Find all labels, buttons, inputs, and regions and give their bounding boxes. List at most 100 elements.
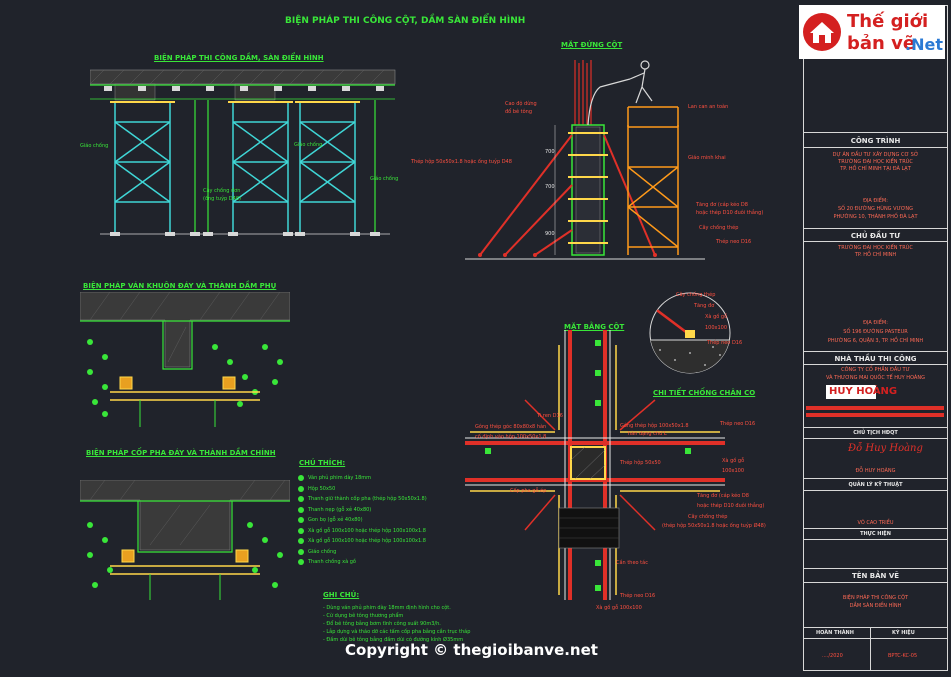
elev-label-turnbuckle: Tăng đơ (cáp kéo D8 [696, 202, 748, 208]
legend-item: Thanh nẹp (gỗ xẻ 40x80) [298, 505, 427, 516]
detail-section-title: CHI TIẾT CHỐNG CHÂN CO [653, 389, 756, 397]
label-chu-tich: CHỦ TỊCH HĐQT [853, 430, 898, 436]
detail-label-purlin: Xà gồ gỗ [705, 314, 728, 320]
slab-label-scaffold-1: Giáo chống [80, 143, 109, 149]
note-item: - Lắp dựng và tháo dỡ các tấm cốp pha bằ… [323, 629, 471, 635]
site-line: PHƯỜNG 10, THÀNH PHỐ ĐÀ LẠT [833, 214, 918, 220]
contractor-line: VÀ THƯƠNG MẠI QUỐC TẾ HUY HOÀNG [826, 375, 925, 381]
logo-line-1: Thế giới [847, 11, 929, 32]
plan-label-crane: Cần theo tác [616, 560, 648, 566]
note-item: - Đầm dùi bê tông bằng đầm dùi có đường … [323, 637, 464, 643]
contractor-address-strip [806, 413, 944, 417]
title-block-panel: Thế giới bản vẽ .Net CÔNG TRÌNH DỰ ÁN ĐẦ… [799, 5, 948, 671]
worker-icon [587, 60, 653, 126]
plan-label-plywood: Cốp pha gỗ ép [510, 488, 547, 494]
legend-item: Hộp 50x50 [298, 484, 427, 495]
project-line: TP. HỒ CHÍ MINH TẠI ĐÀ LẠT [840, 166, 911, 172]
logo-line-2: bản vẽ [847, 33, 916, 54]
contractor-logo: HUY HOÀNG [826, 385, 897, 399]
label-quan-ly: QUẢN LÝ KỸ THUẬT [848, 482, 903, 488]
drawing-code: BPTC-KC-05 [888, 653, 918, 659]
label-nha-thau: NHÀ THẦU THI CÔNG [834, 355, 917, 363]
detail-circle-drawing [649, 292, 731, 374]
elevation-section-title: MẶT ĐỨNG CỘT [561, 41, 623, 49]
site-line: SỐ 20 ĐƯỜNG HÙNG VƯƠNG [837, 206, 914, 212]
note-item: - Dùng ván phủ phim dày 18mm định hình c… [323, 605, 451, 611]
plan-label-purlin-size: 100x100 [722, 468, 745, 474]
watermark: Copyright © thegioibanve.net [345, 641, 598, 659]
site-logo: Thế giới bản vẽ .Net [799, 5, 945, 59]
completion-date: ..../2020 [822, 653, 843, 659]
elev-label-anchor: Thép neo D16 [716, 239, 752, 245]
legend-item: Thanh chống xà gồ [298, 557, 427, 568]
plan-label-box-clamp-2: hàn dạng chữ L [628, 431, 667, 437]
owner-line: TRƯỜNG ĐẠI HỌC KIẾN TRÚC [838, 245, 913, 251]
main-title: BIỆN PHÁP THI CÔNG CỘT, DẦM SÀN ĐIỂN HÌN… [285, 16, 526, 26]
label-ky-hieu: KÝ HIỆU [892, 630, 915, 636]
drawing-name-line: BIỆN PHÁP THI CÔNG CỘT [842, 595, 909, 601]
site-label: ĐỊA ĐIỂM: [863, 198, 888, 204]
plan-label-purlin-bottom: Xà gồ gỗ 100x100 [596, 605, 642, 611]
sub-beam-drawing [80, 292, 290, 427]
drawing-name-line: DẦM SÀN ĐIỂN HÌNH [849, 603, 902, 609]
elev-label-prop: Cây chống thép [699, 225, 739, 231]
detail-label-turnbuckle: Tăng đơ [694, 303, 715, 309]
signature-icon: Đỗ Huy Hoàng [848, 443, 923, 454]
slab-label-prop-pipe: (ống tuýp D48) [203, 196, 241, 202]
plan-section-title: MẶT BẰNG CỘT [564, 323, 625, 331]
plan-label-tie-rod: Ti ren D16 [537, 413, 563, 419]
elev-label-turnbuckle-2: hoặc thép D10 đuôi thẳng) [696, 210, 764, 216]
plan-label-angle-clamp: Gông thép góc 80x80x8 hàn [475, 424, 547, 430]
detail-label-purlin-size: 100x100 [705, 325, 728, 331]
owner-site-label: ĐỊA ĐIỂM: [863, 320, 888, 326]
slab-label-scaffold-2: Giáo chống [294, 142, 323, 148]
legend-item: Thanh giữ thành cốp pha (thép hộp 50x50x… [298, 494, 427, 505]
plan-label-box-50: Thép hộp 50x50 [620, 460, 661, 466]
label-hoan-thanh: HOÀN THÀNH [816, 630, 854, 636]
manager-name: VÕ CAO TRIỀU [857, 520, 894, 526]
elev-label-scaffold: Giáo minh khai [688, 155, 726, 161]
sub-beam-section-title: BIỆN PHÁP VÁN KHUÔN ĐÁY VÀ THÀNH DẦM PHỤ [83, 282, 277, 290]
legend-item: Ván phủ phim dày 18mm [298, 473, 427, 484]
note-item: - Đổ bê tông bằng bơm tĩnh công suất 90m… [323, 621, 441, 627]
elev-dim-2: 700 [545, 184, 555, 190]
detail-label-prop: Cây chống thép [676, 292, 716, 298]
notes-title: GHI CHÚ: [323, 591, 360, 599]
label-cong-trinh: CÔNG TRÌNH [850, 137, 901, 145]
slab-label-prop: Cây chống đơn [203, 188, 241, 194]
plan-label-prop: Cây chống thép [688, 514, 728, 520]
plan-label-angle-clamp-2: cố định vào hộp 100x50x1.8 [475, 434, 547, 440]
legend-item: Xà gồ gỗ 100x100 hoặc thép hộp 100x100x1… [298, 536, 427, 547]
legend-item: Giáo chống [298, 547, 427, 558]
plan-label-anchor-top: Thép neo D16 [720, 421, 756, 427]
legend-item: Xà gồ gỗ 100x100 hoặc thép hộp 100x100x1… [298, 526, 427, 537]
plan-label-turnbuckle-2: hoặc thép D10 đuôi thẳng) [697, 503, 765, 509]
main-beam-drawing [80, 480, 290, 600]
elev-label-railing: Lan can an toàn [688, 104, 729, 110]
contractor-address-strip [806, 406, 944, 410]
project-line: TRƯỜNG ĐẠI HỌC KIẾN TRÚC [838, 159, 913, 165]
elev-label-steel-box: Thép hộp 50x50x1.8 hoặc ống tuýp D48 [411, 159, 512, 165]
plan-label-turnbuckle: Tăng đơ (cáp kéo D8 [697, 493, 749, 499]
label-thuc-hien: THỰC HIỆN [860, 531, 891, 537]
slab-label-scaffold-3: Giáo chống [370, 176, 399, 182]
elev-dim-3: 900 [545, 231, 555, 237]
plan-label-box-clamp: Gông thép hộp 100x50x1.8 [620, 423, 689, 429]
note-item: - Cừ dụng bê tông thương phẩm [323, 613, 404, 619]
logo-suffix: .Net [905, 35, 943, 54]
plan-label-anchor-bottom: Thép neo D16 [620, 593, 656, 599]
slab-section-title: BIỆN PHÁP THI CÔNG DẦM, SÀN ĐIỂN HÌNH [154, 54, 324, 62]
plan-label-prop-2: (thép hộp 50x50x1.8 hoặc ống tuýp Ø48) [662, 523, 766, 529]
slab-formwork-drawing [90, 69, 396, 236]
contractor-logo-text: HUY HOÀNG [829, 386, 898, 397]
column-elevation-drawing [465, 60, 705, 260]
label-chu-dau-tu: CHỦ ĐẦU TƯ [850, 232, 901, 240]
house-logo-icon [803, 13, 841, 51]
chairman-name: ĐỖ HUY HOÀNG [855, 468, 896, 474]
project-line: DỰ ÁN ĐẦU TƯ XÂY DỰNG CƠ SỞ [832, 152, 919, 158]
plan-label-purlin: Xà gồ gỗ [722, 458, 745, 464]
label-ten-ban-ve: TÊN BẢN VẼ [851, 572, 900, 580]
owner-line: TP. HỒ CHÍ MINH [854, 252, 897, 258]
legend-title: CHÚ THÍCH: [299, 459, 346, 467]
